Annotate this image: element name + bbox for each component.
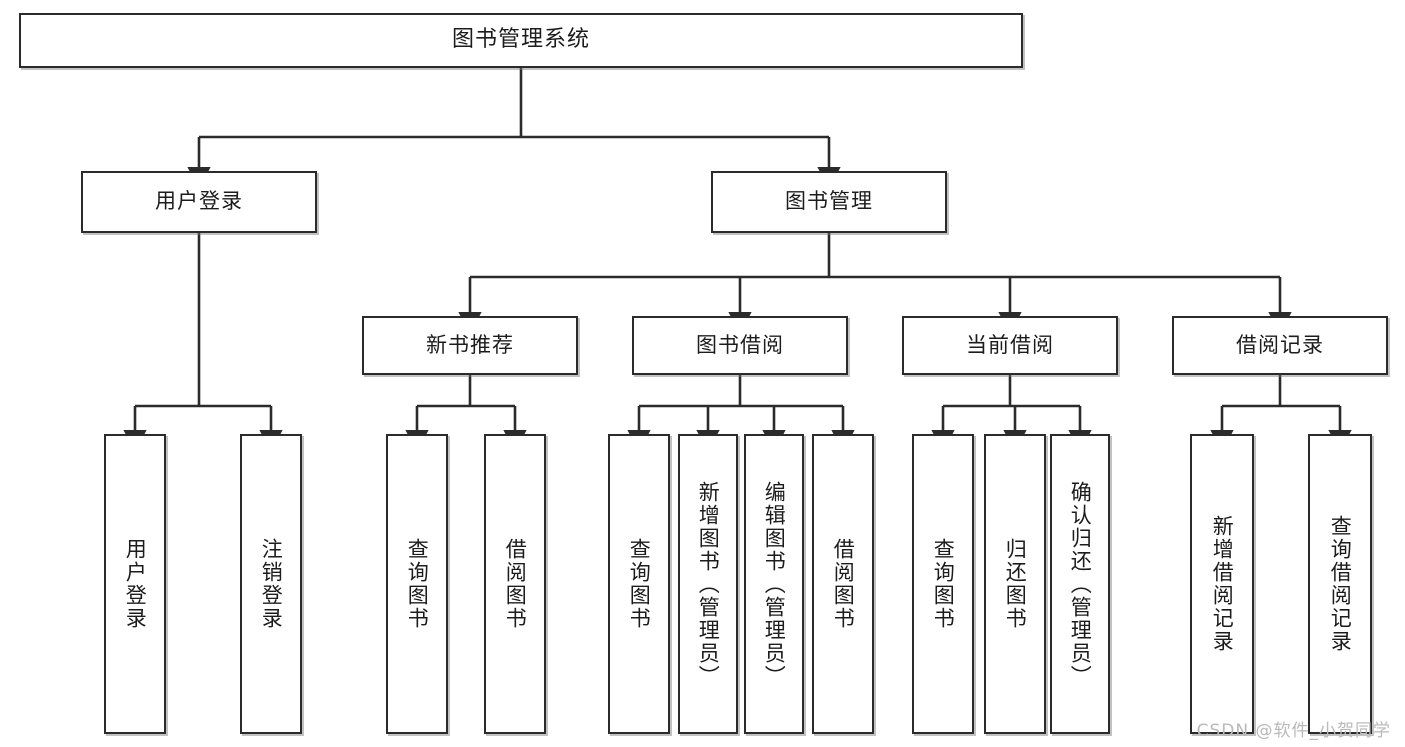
node-label: 注销登录 — [259, 538, 284, 630]
node-label: 借阅图书 — [831, 538, 856, 630]
node-leaf-query-books-recommend[interactable]: 查询图书 — [386, 434, 448, 734]
node-label: 用户登录 — [155, 189, 243, 214]
node-book-borrow[interactable]: 图书借阅 — [632, 316, 848, 375]
node-book-management[interactable]: 图书管理 — [711, 171, 947, 233]
node-leaf-add-borrow-record[interactable]: 新增借阅记录 — [1190, 434, 1254, 734]
node-label: 查询图书 — [627, 538, 652, 630]
node-label: 归还图书 — [1003, 538, 1028, 630]
node-label: 查询图书 — [405, 538, 430, 630]
node-label: 新书推荐 — [426, 332, 514, 357]
node-current-borrow[interactable]: 当前借阅 — [902, 316, 1118, 375]
node-label: 当前借阅 — [966, 332, 1054, 357]
node-label: 图书借阅 — [696, 332, 784, 357]
node-label: 图书管理系统 — [451, 27, 590, 53]
node-leaf-logout-login[interactable]: 注销登录 — [240, 434, 302, 734]
node-leaf-query-books-current[interactable]: 查询图书 — [912, 434, 974, 734]
node-label: 查询图书 — [931, 538, 956, 630]
node-label: 图书管理 — [785, 189, 873, 214]
node-leaf-borrow-books-recommend[interactable]: 借阅图书 — [484, 434, 546, 734]
node-user-login[interactable]: 用户登录 — [81, 171, 317, 233]
node-label: 新增借阅记录 — [1210, 515, 1235, 653]
node-label: 编辑图书（管理员） — [762, 480, 787, 688]
node-label: 借阅记录 — [1236, 332, 1324, 357]
node-leaf-edit-book-admin[interactable]: 编辑图书（管理员） — [744, 434, 804, 734]
node-leaf-query-borrow-record[interactable]: 查询借阅记录 — [1308, 434, 1372, 734]
node-label: 新增图书（管理员） — [696, 480, 721, 688]
node-leaf-return-books[interactable]: 归还图书 — [984, 434, 1046, 734]
node-label: 借阅图书 — [503, 538, 528, 630]
node-leaf-confirm-return-admin[interactable]: 确认归还（管理员） — [1050, 434, 1110, 734]
node-borrow-records[interactable]: 借阅记录 — [1172, 316, 1388, 375]
node-root-system[interactable]: 图书管理系统 — [19, 13, 1023, 68]
connector-lines — [123, 68, 1352, 452]
node-label: 查询借阅记录 — [1328, 515, 1353, 653]
node-leaf-query-books-borrow[interactable]: 查询图书 — [608, 434, 670, 734]
node-label: 用户登录 — [123, 538, 148, 630]
node-new-book-recommend[interactable]: 新书推荐 — [362, 316, 578, 375]
node-leaf-user-login[interactable]: 用户登录 — [104, 434, 166, 734]
node-leaf-add-book-admin[interactable]: 新增图书（管理员） — [678, 434, 738, 734]
node-label: 确认归还（管理员） — [1068, 480, 1093, 688]
node-leaf-borrow-books-borrow[interactable]: 借阅图书 — [812, 434, 874, 734]
